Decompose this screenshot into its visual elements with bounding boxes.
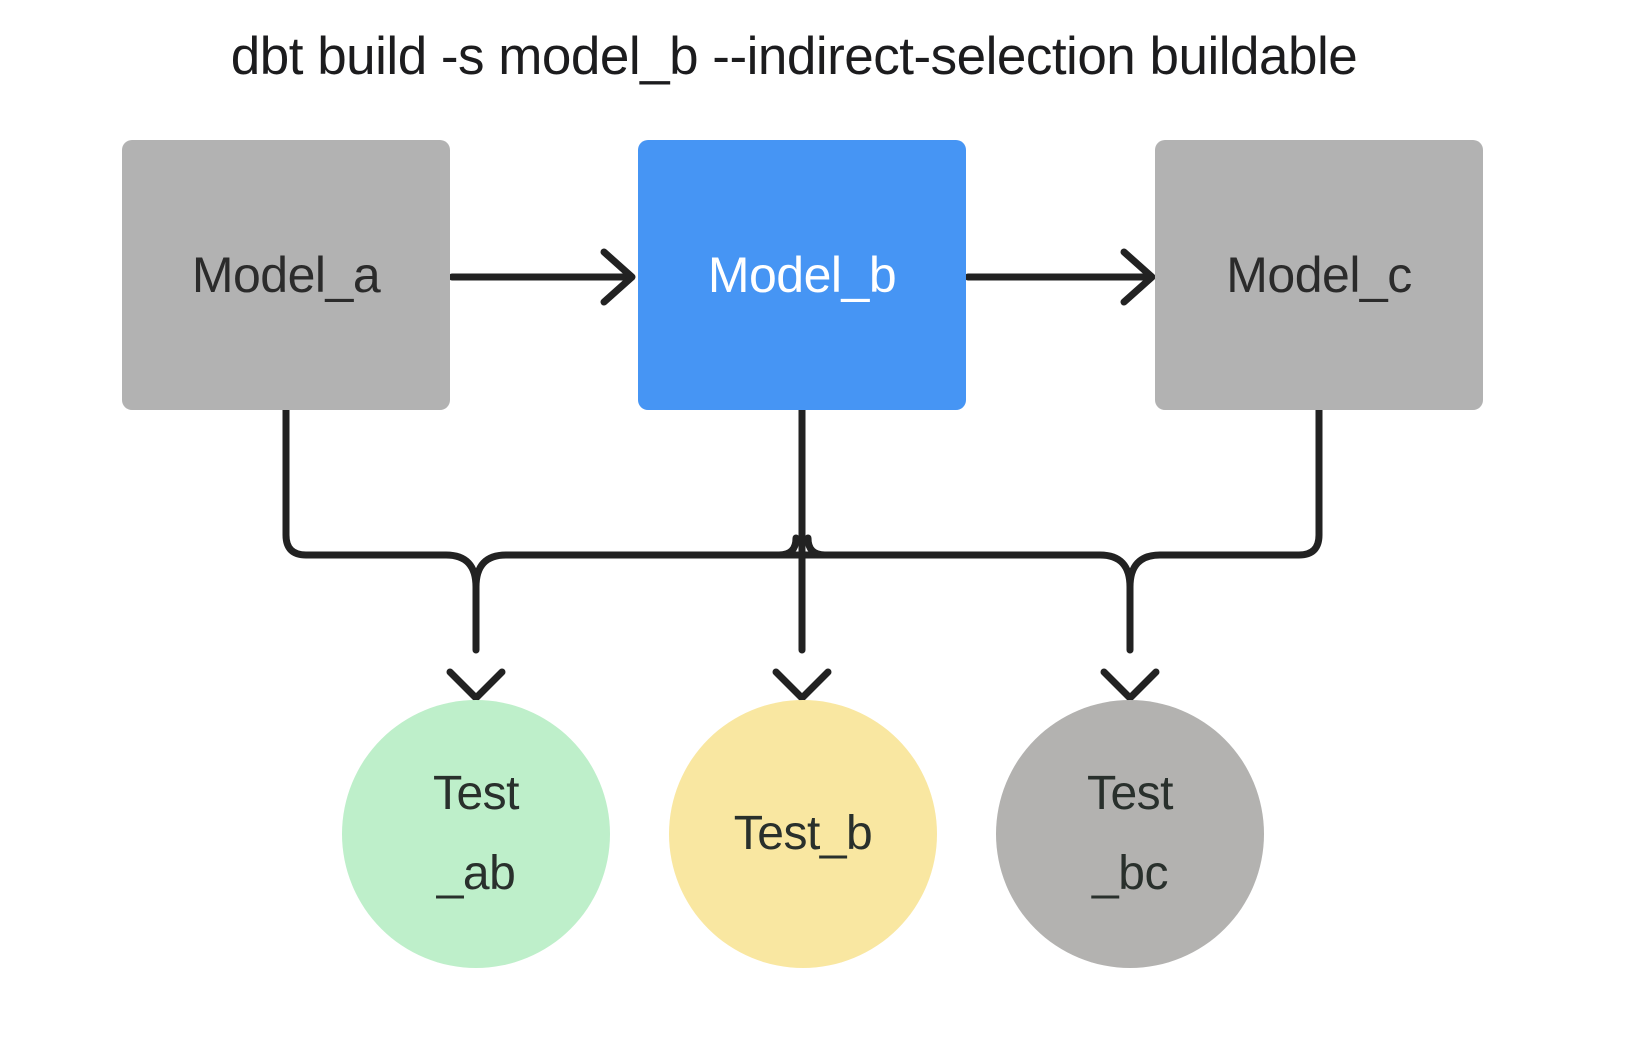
edge-fillet-right [804, 534, 829, 559]
node-test-bc-line2: _bc [1092, 847, 1168, 900]
edge-model-c-to-bus [1126, 404, 1323, 591]
arrowhead-test-bc-icon [1100, 668, 1160, 702]
node-model-a-label: Model_a [191, 247, 381, 303]
edge-model-a-to-bus [282, 404, 480, 654]
arrowhead-model-b-icon [600, 248, 636, 306]
node-test-b-line1: Test_b [733, 807, 873, 860]
node-model-c: Model_c [1155, 140, 1483, 410]
node-test-b-label: Test_b [733, 794, 873, 874]
node-model-b-selected: Model_b [638, 140, 966, 410]
node-test-ab-line2: _ab [436, 847, 516, 900]
node-model-a: Model_a [122, 140, 450, 410]
node-test-bc: Test _bc [996, 700, 1264, 968]
node-test-ab: Test _ab [342, 700, 610, 968]
node-test-b: Test_b [669, 700, 937, 968]
edge-fillet-left [775, 534, 800, 559]
node-test-ab-label: Test _ab [432, 754, 520, 914]
node-test-bc-line1: Test [1086, 767, 1174, 820]
arrowhead-test-ab-icon [446, 668, 506, 702]
diagram-title: dbt build -s model_b --indirect-selectio… [230, 27, 1358, 86]
arrowhead-test-b-icon [772, 668, 832, 702]
node-model-b-label: Model_b [707, 247, 897, 303]
node-test-bc-label: Test _bc [1086, 754, 1174, 914]
node-model-c-label: Model_c [1226, 247, 1412, 303]
node-test-ab-line1: Test [432, 767, 520, 820]
arrowhead-model-c-icon [1120, 248, 1156, 306]
